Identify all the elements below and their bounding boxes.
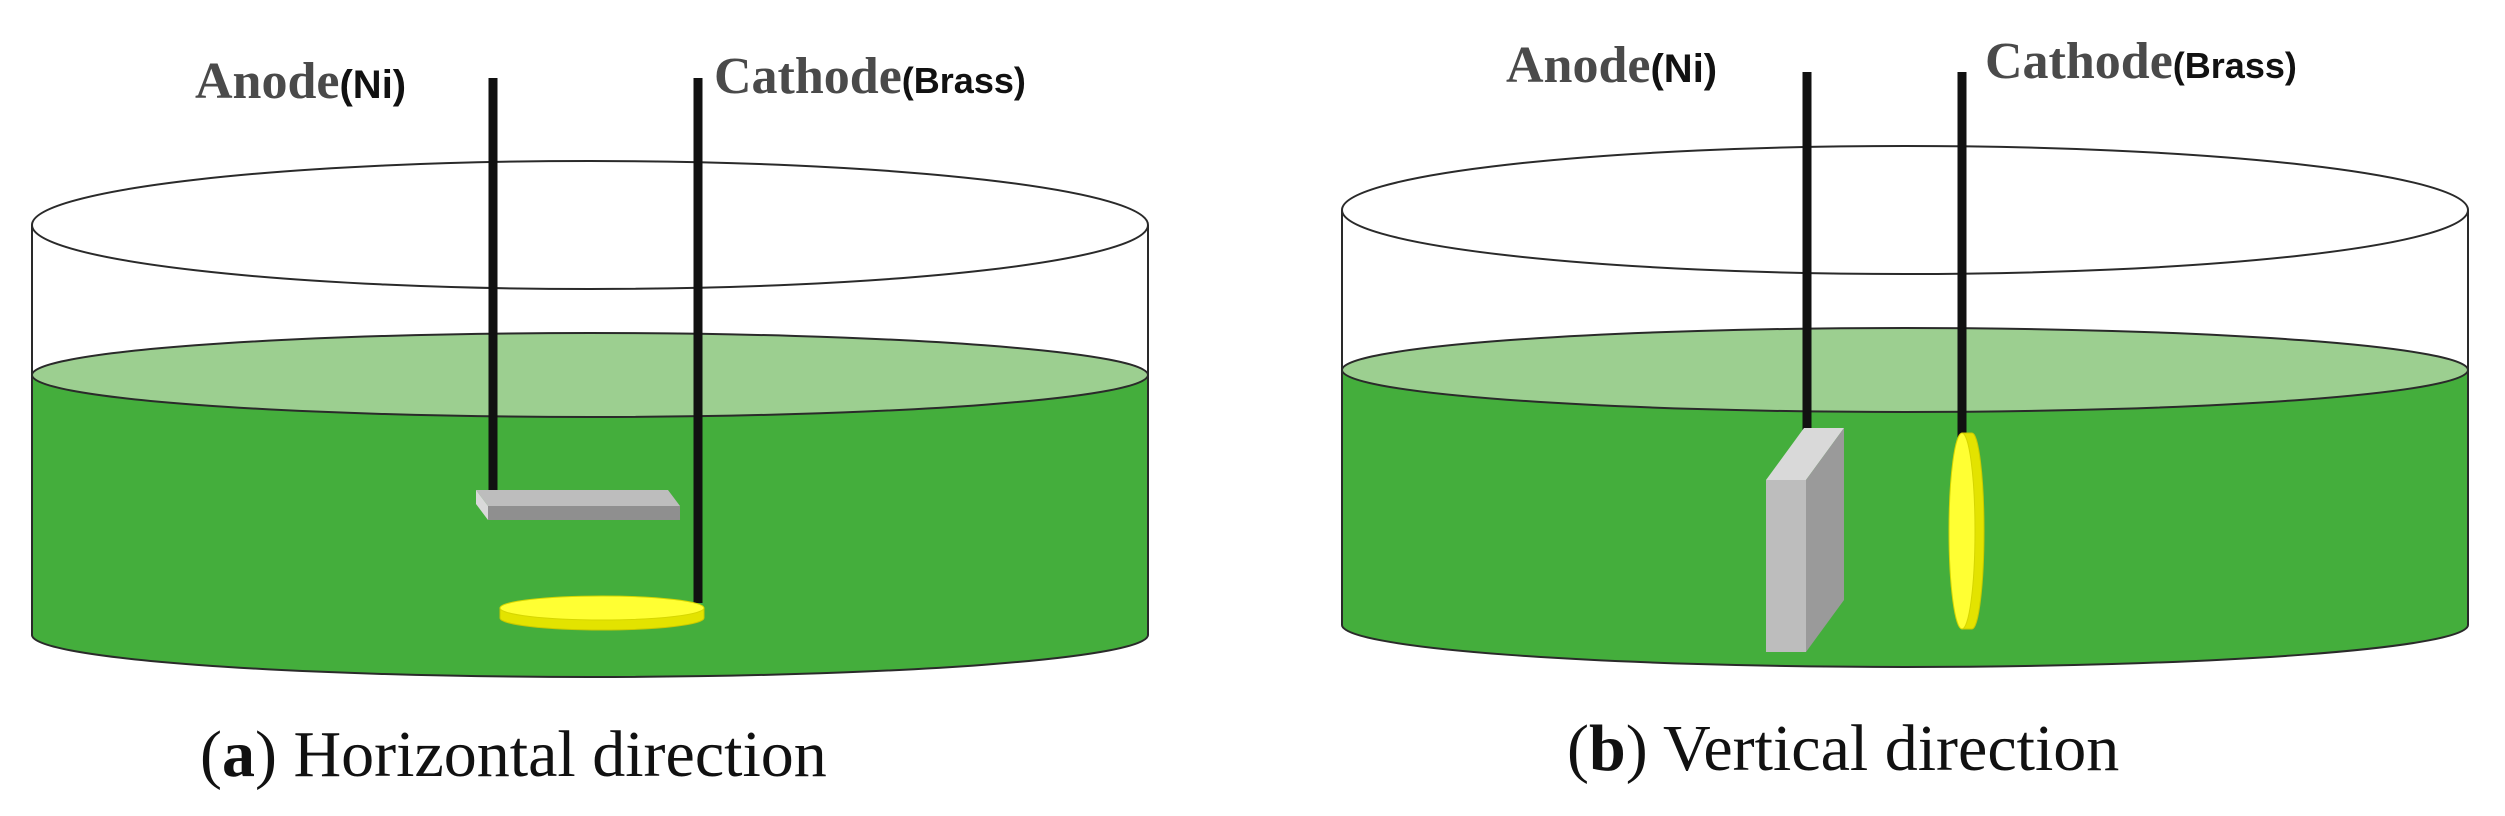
- tank-a: [31, 160, 1149, 678]
- caption-text-b: Vertical direction: [1663, 712, 2119, 785]
- electrolyte-surface-a: [31, 332, 1149, 418]
- cathode-label-a: Cathode: [714, 48, 902, 105]
- electrolyte-b: [1341, 369, 2469, 668]
- nickel-plate-vertical: [1766, 428, 1844, 652]
- caption-b: (b) Vertical direction: [1567, 712, 2119, 785]
- electrolyte-a: [31, 374, 1149, 678]
- svg-text:Cathode(Brass): Cathode(Brass): [1985, 33, 2297, 90]
- cathode-label-b: Cathode: [1985, 33, 2173, 90]
- electrolyte-surface-b: [1341, 327, 2469, 413]
- svg-text:Anode(Ni): Anode(Ni): [1506, 37, 1717, 94]
- anode-label-a: Anode: [195, 53, 339, 110]
- anode-label-b: Anode: [1506, 37, 1650, 94]
- svg-text:Anode(Ni): Anode(Ni): [195, 53, 406, 110]
- brass-disc-vertical: [1948, 432, 1985, 630]
- tank-rim-b: [1341, 145, 2469, 275]
- panel-b: Anode(Ni) Cathode(Brass) (b) Vertical di…: [1341, 33, 2469, 785]
- caption-text-a: Horizontal direction: [293, 718, 826, 791]
- cathode-material-a: (Brass): [902, 60, 1026, 101]
- anode-material-b: (Ni): [1650, 47, 1717, 91]
- brass-disc-horizontal: [499, 595, 705, 631]
- nickel-plate-horizontal: [476, 490, 680, 520]
- tank-rim-a: [31, 160, 1149, 290]
- panel-a: Anode(Ni) Cathode(Brass) (a) Horizontal …: [31, 48, 1149, 791]
- caption-letter-b: b: [1589, 712, 1626, 785]
- anode-material-a: (Ni): [339, 63, 406, 107]
- caption-a: (a) Horizontal direction: [200, 718, 827, 791]
- tank-b: [1341, 145, 2469, 668]
- cathode-material-b: (Brass): [2173, 45, 2297, 86]
- svg-text:Cathode(Brass): Cathode(Brass): [714, 48, 1026, 105]
- caption-letter-a: a: [222, 718, 255, 791]
